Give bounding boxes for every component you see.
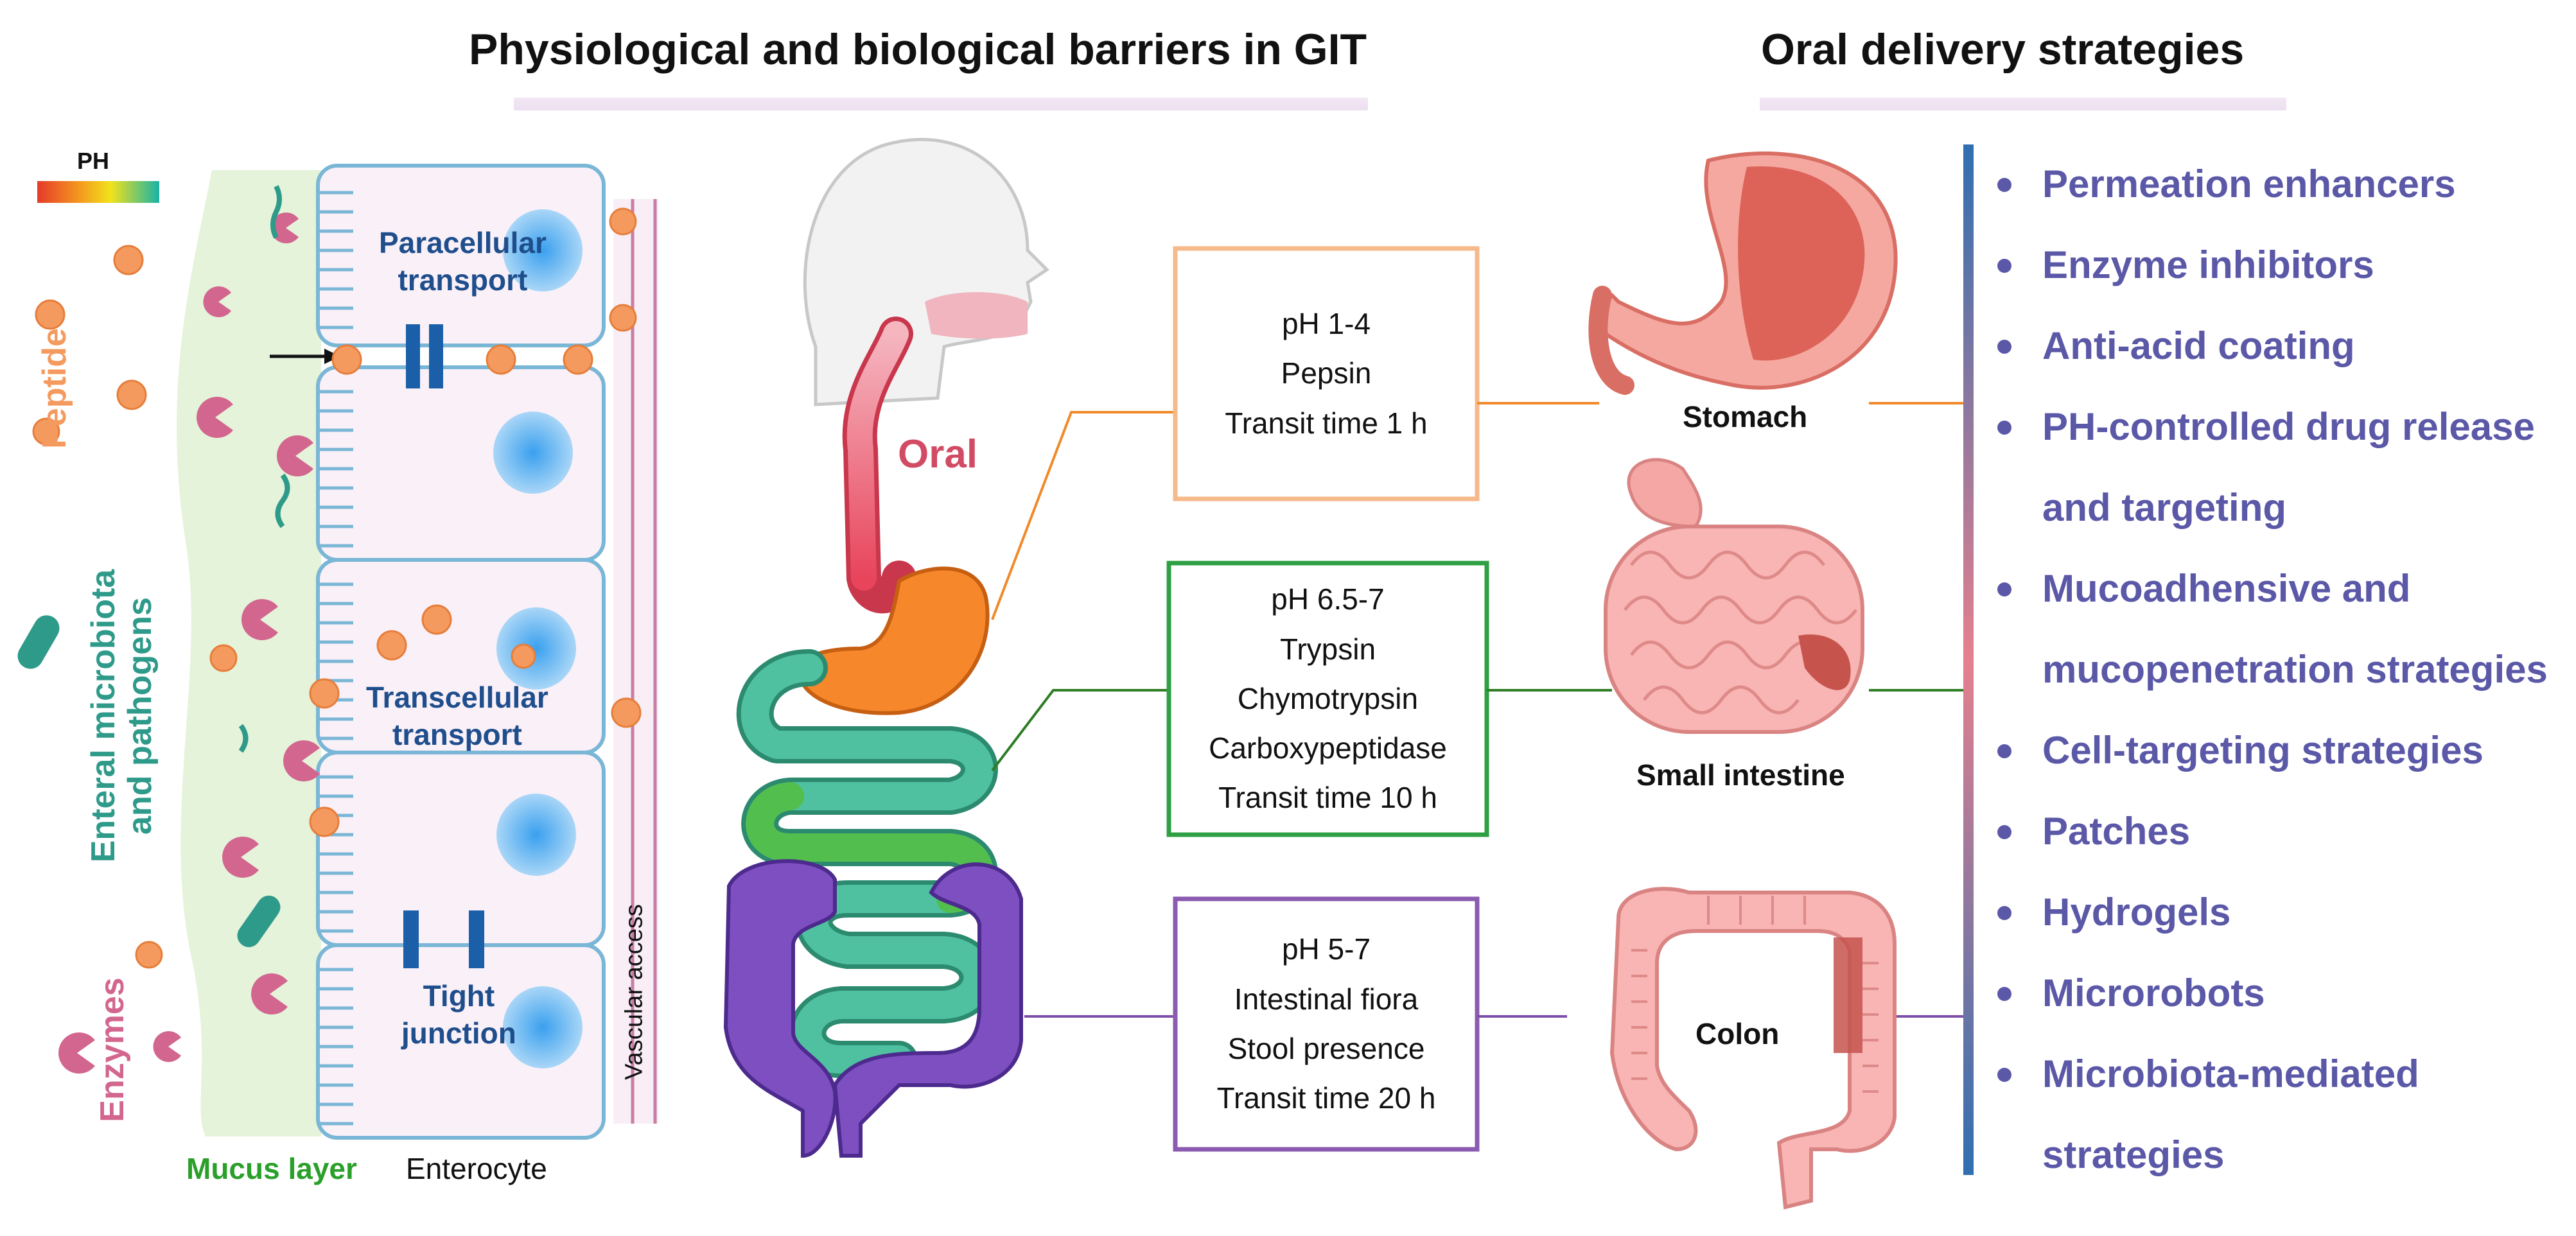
paracellular-label: Paracellular transport [379, 225, 547, 299]
strategy-ph-controlled: PH-controlled drug release [2042, 405, 2535, 448]
ph-gradient-bar [37, 181, 159, 203]
strategy-enzyme-inhibitors: Enzyme inhibitors [2042, 243, 2374, 286]
small-intestine-enzyme-3: Carboxypeptidase [1209, 731, 1447, 765]
stomach-label: Stomach [1683, 400, 1808, 433]
enzyme-particles [58, 213, 320, 1074]
bullet-icon [1997, 582, 2011, 596]
enterocyte-label: Enterocyte [406, 1152, 547, 1185]
transcellular-line2: transport [392, 717, 522, 751]
stomach-shape [797, 566, 990, 715]
colon-info-text: pH 5-7 Intestinal fiora Stool presence T… [1175, 899, 1477, 1149]
microbiota-label: Enteral microbiota and pathogens [85, 570, 159, 863]
vascular-access-label: Vascular access [620, 904, 648, 1080]
left-heading-underline [514, 98, 1368, 110]
left-heading: Physiological and biological barriers in… [469, 25, 1367, 74]
bullet-icon [1997, 340, 2011, 354]
bullet-icon [1997, 178, 2011, 192]
microbiota-label-line2: and pathogens [121, 597, 159, 835]
tight-junction-line2: junction [401, 1016, 516, 1050]
mucus-layer-label: Mucus layer [186, 1152, 357, 1185]
bullet-icon [1997, 825, 2011, 839]
transcellular-line1: Transcellular [366, 681, 548, 714]
bullet-icon [1997, 1068, 2011, 1082]
strategy-microbiota-mediated-line2: strategies [2042, 1133, 2225, 1176]
strategy-ph-controlled-line2: and targeting [2042, 486, 2287, 529]
strategy-mucoadhesive-line2: mucopenetration strategies [2042, 648, 2548, 691]
right-heading-underline [1760, 98, 2286, 110]
bullet-icon [1997, 421, 2011, 435]
tight-junction-label: Tight junction [401, 978, 516, 1052]
enzymes-label: Enzymes [94, 977, 131, 1122]
peptide-label: Peptide [36, 328, 73, 449]
colon-ph: pH 5-7 [1281, 932, 1371, 966]
stomach-info-box [1173, 246, 1480, 501]
strategy-patches: Patches [2042, 810, 2191, 853]
small-intestine-info-text: pH 6.5-7 Trypsin Chymotrypsin Carboxypep… [1169, 563, 1487, 835]
stomach-ph: pH 1-4 [1281, 307, 1371, 341]
colon-illustration [1609, 887, 1897, 1210]
stomach-enzyme: Pepsin [1281, 356, 1372, 390]
ph-label: PH [77, 148, 110, 174]
small-intestine-illustration [1604, 458, 1864, 734]
head-outline [803, 137, 1049, 406]
strategy-microbiota-mediated: Microbiota-mediated [2042, 1052, 2419, 1095]
strategies-bar [1963, 144, 1974, 1175]
enterocyte-cells [316, 164, 606, 1140]
bullet-icon [1997, 744, 2011, 758]
tight-junction-icons [403, 324, 484, 968]
bullet-icon [1997, 987, 2011, 1001]
stomach-transit: Transit time 1 h [1225, 406, 1428, 440]
microbiota-label-line1: Enteral microbiota [84, 569, 122, 863]
small-intestine-connector [991, 689, 1169, 772]
stomach-info-text: pH 1-4 Pepsin Transit time 1 h [1175, 248, 1477, 499]
strategy-hydrogels: Hydrogels [2042, 891, 2231, 934]
colon-label: Colon [1695, 1017, 1780, 1050]
right-heading: Oral delivery strategies [1761, 25, 2245, 74]
small-intestine-enzyme-1: Trypsin [1279, 632, 1376, 666]
stomach-connector [991, 411, 1175, 620]
small-intestine-label: Small intestine [1636, 758, 1845, 792]
bullet-icon [1997, 259, 2011, 273]
oral-label: Oral [898, 432, 978, 476]
strategy-microrobots: Microrobots [2042, 971, 2265, 1014]
strategy-anti-acid: Anti-acid coating [2042, 324, 2355, 367]
small-intestine-transit: Transit time 10 h [1218, 781, 1437, 815]
colon-shape [723, 859, 1023, 1158]
paracellular-line1: Paracellular [379, 226, 547, 259]
colon-info-box [1173, 896, 1480, 1152]
vascular-column [613, 199, 658, 1124]
colon-transit: Transit time 20 h [1216, 1081, 1436, 1115]
strategy-mucoadhesive: Mucoadhensive and [2042, 567, 2411, 610]
peptide-particles [32, 207, 642, 969]
bullet-icon [1997, 906, 2011, 920]
small-intestine-info-box [1166, 561, 1489, 837]
paracellular-line2: transport [398, 263, 528, 297]
small-intestine-enzyme-2: Chymotrypsin [1237, 681, 1419, 715]
transcellular-label: Transcellular transport [366, 679, 548, 753]
microbiota-particles [17, 185, 290, 948]
mucus-layer [177, 170, 321, 1136]
strategy-permeation: Permeation enhancers [2042, 162, 2456, 205]
colon-stool: Stool presence [1227, 1032, 1425, 1065]
tight-junction-line1: Tight [423, 979, 495, 1013]
colon-flora: Intestinal fiora [1234, 982, 1419, 1016]
stomach-illustration [1588, 151, 1898, 395]
strategy-cell-targeting: Cell-targeting strategies [2042, 729, 2484, 772]
small-intestine-ph: pH 6.5-7 [1271, 582, 1385, 616]
